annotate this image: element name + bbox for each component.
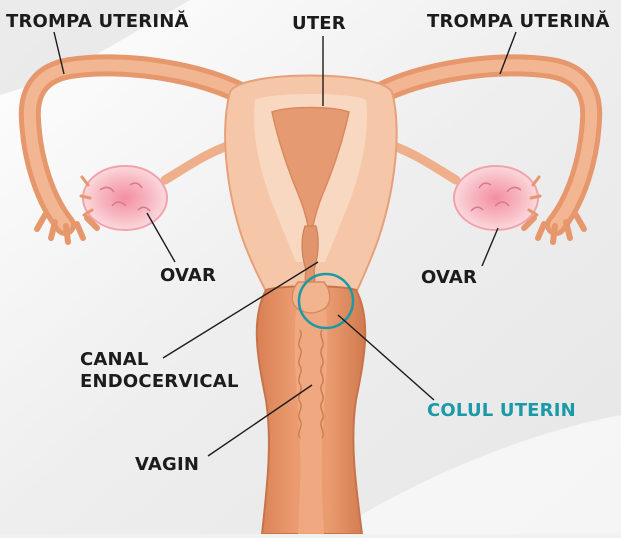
ovary-left bbox=[81, 166, 167, 230]
label-cervix: COLUL UTERIN bbox=[427, 401, 576, 421]
label-canal-line2: ENDOCERVICAL bbox=[80, 372, 239, 392]
label-ovary-right: OVAR bbox=[421, 268, 477, 288]
ovary-right bbox=[454, 166, 540, 230]
leader-line-ovary-left bbox=[147, 213, 175, 262]
label-vagina: VAGIN bbox=[135, 455, 199, 475]
label-uterus: UTER bbox=[292, 14, 346, 34]
cervix bbox=[292, 282, 330, 313]
leader-line-ovary-right bbox=[482, 228, 498, 266]
label-tube-right: TROMPA UTERINĂ bbox=[427, 12, 610, 32]
label-tube-left: TROMPA UTERINĂ bbox=[6, 12, 189, 32]
label-canal-line1: CANAL bbox=[80, 350, 149, 370]
label-ovary-left: OVAR bbox=[160, 266, 216, 286]
